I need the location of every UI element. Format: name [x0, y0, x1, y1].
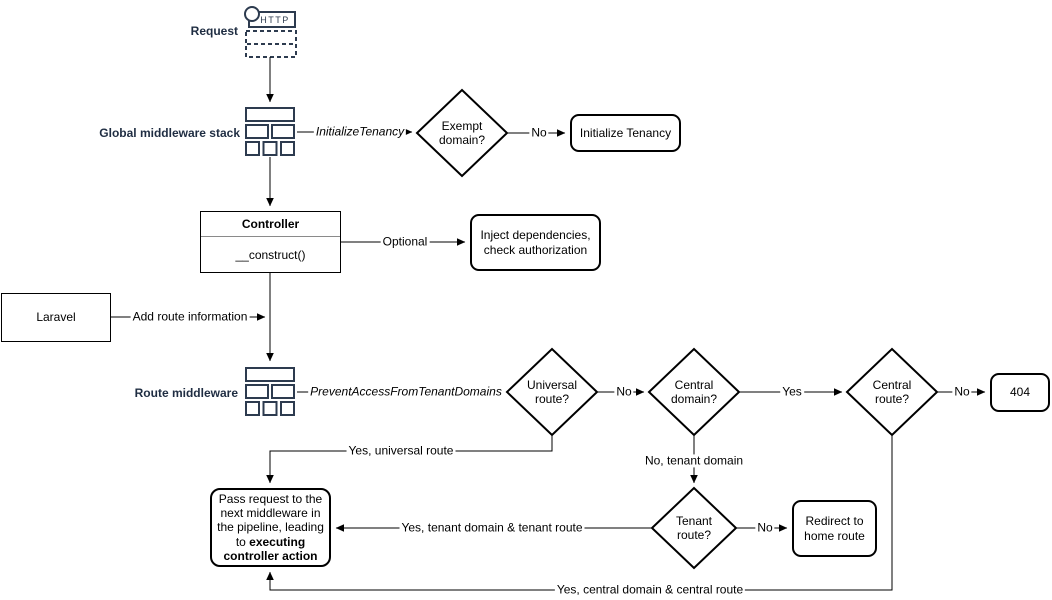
connector-universal-yes [266, 435, 553, 484]
central-domain-diamond [647, 347, 741, 437]
global-middleware-stack-label: Global middleware stack [99, 126, 240, 140]
http-request-icon [244, 6, 297, 58]
central-domain-yes-label: Yes [780, 384, 804, 399]
route-middleware-icon [245, 367, 295, 416]
universal-route-decision: Universal route? [526, 377, 577, 406]
inject-dependencies-node: Inject dependencies, check authorization [470, 214, 601, 271]
prevent-access-edge-label: PreventAccessFromTenantDomains [308, 384, 504, 399]
controller-node: Controller __construct() [200, 211, 341, 273]
exempt-domain-diamond [415, 88, 509, 178]
laravel-node: Laravel [1, 293, 111, 342]
tenant-domain-no-label: No, tenant domain [642, 453, 746, 468]
pass-request-emphasis: executing controller action [223, 534, 318, 563]
controller-title: Controller [201, 212, 340, 237]
redirect-home-node: Redirect to home route [792, 500, 877, 557]
central-route-no-label: No [952, 384, 972, 399]
central-route-diamond [845, 347, 939, 437]
tenant-yes-label: Yes, tenant domain & tenant route [399, 520, 585, 535]
pass-request-text: Pass request to the next middleware in t… [217, 492, 324, 549]
tenant-route-no-label: No [755, 520, 775, 535]
tenant-route-diamond [650, 486, 738, 570]
route-middleware-label: Route middleware [134, 386, 238, 400]
initialize-tenancy-edge-label: InitializeTenancy [313, 124, 407, 139]
universal-yes-label: Yes, universal route [346, 443, 456, 458]
optional-label: Optional [380, 234, 430, 249]
universal-no-label: No [614, 384, 634, 399]
universal-route-diamond [505, 347, 599, 437]
central-yes-label: Yes, central domain & central route [554, 582, 746, 597]
not-found-node: 404 [990, 373, 1050, 412]
global-middleware-icon [245, 107, 295, 156]
controller-method: __construct() [235, 247, 306, 262]
exempt-no-label: No [529, 125, 549, 140]
exempt-domain-decision: Exempt domain? [438, 118, 486, 147]
tenant-route-decision: Tenant route? [675, 513, 713, 542]
request-label: Request [190, 24, 238, 38]
pass-request-node: Pass request to the next middleware in t… [210, 488, 331, 567]
http-icon-label: HTTP [260, 15, 290, 25]
initialize-tenancy-node: Initialize Tenancy [570, 114, 681, 152]
central-domain-decision: Central domain? [670, 377, 718, 406]
add-route-information-label: Add route information [130, 309, 250, 324]
central-route-decision: Central route? [872, 377, 912, 406]
